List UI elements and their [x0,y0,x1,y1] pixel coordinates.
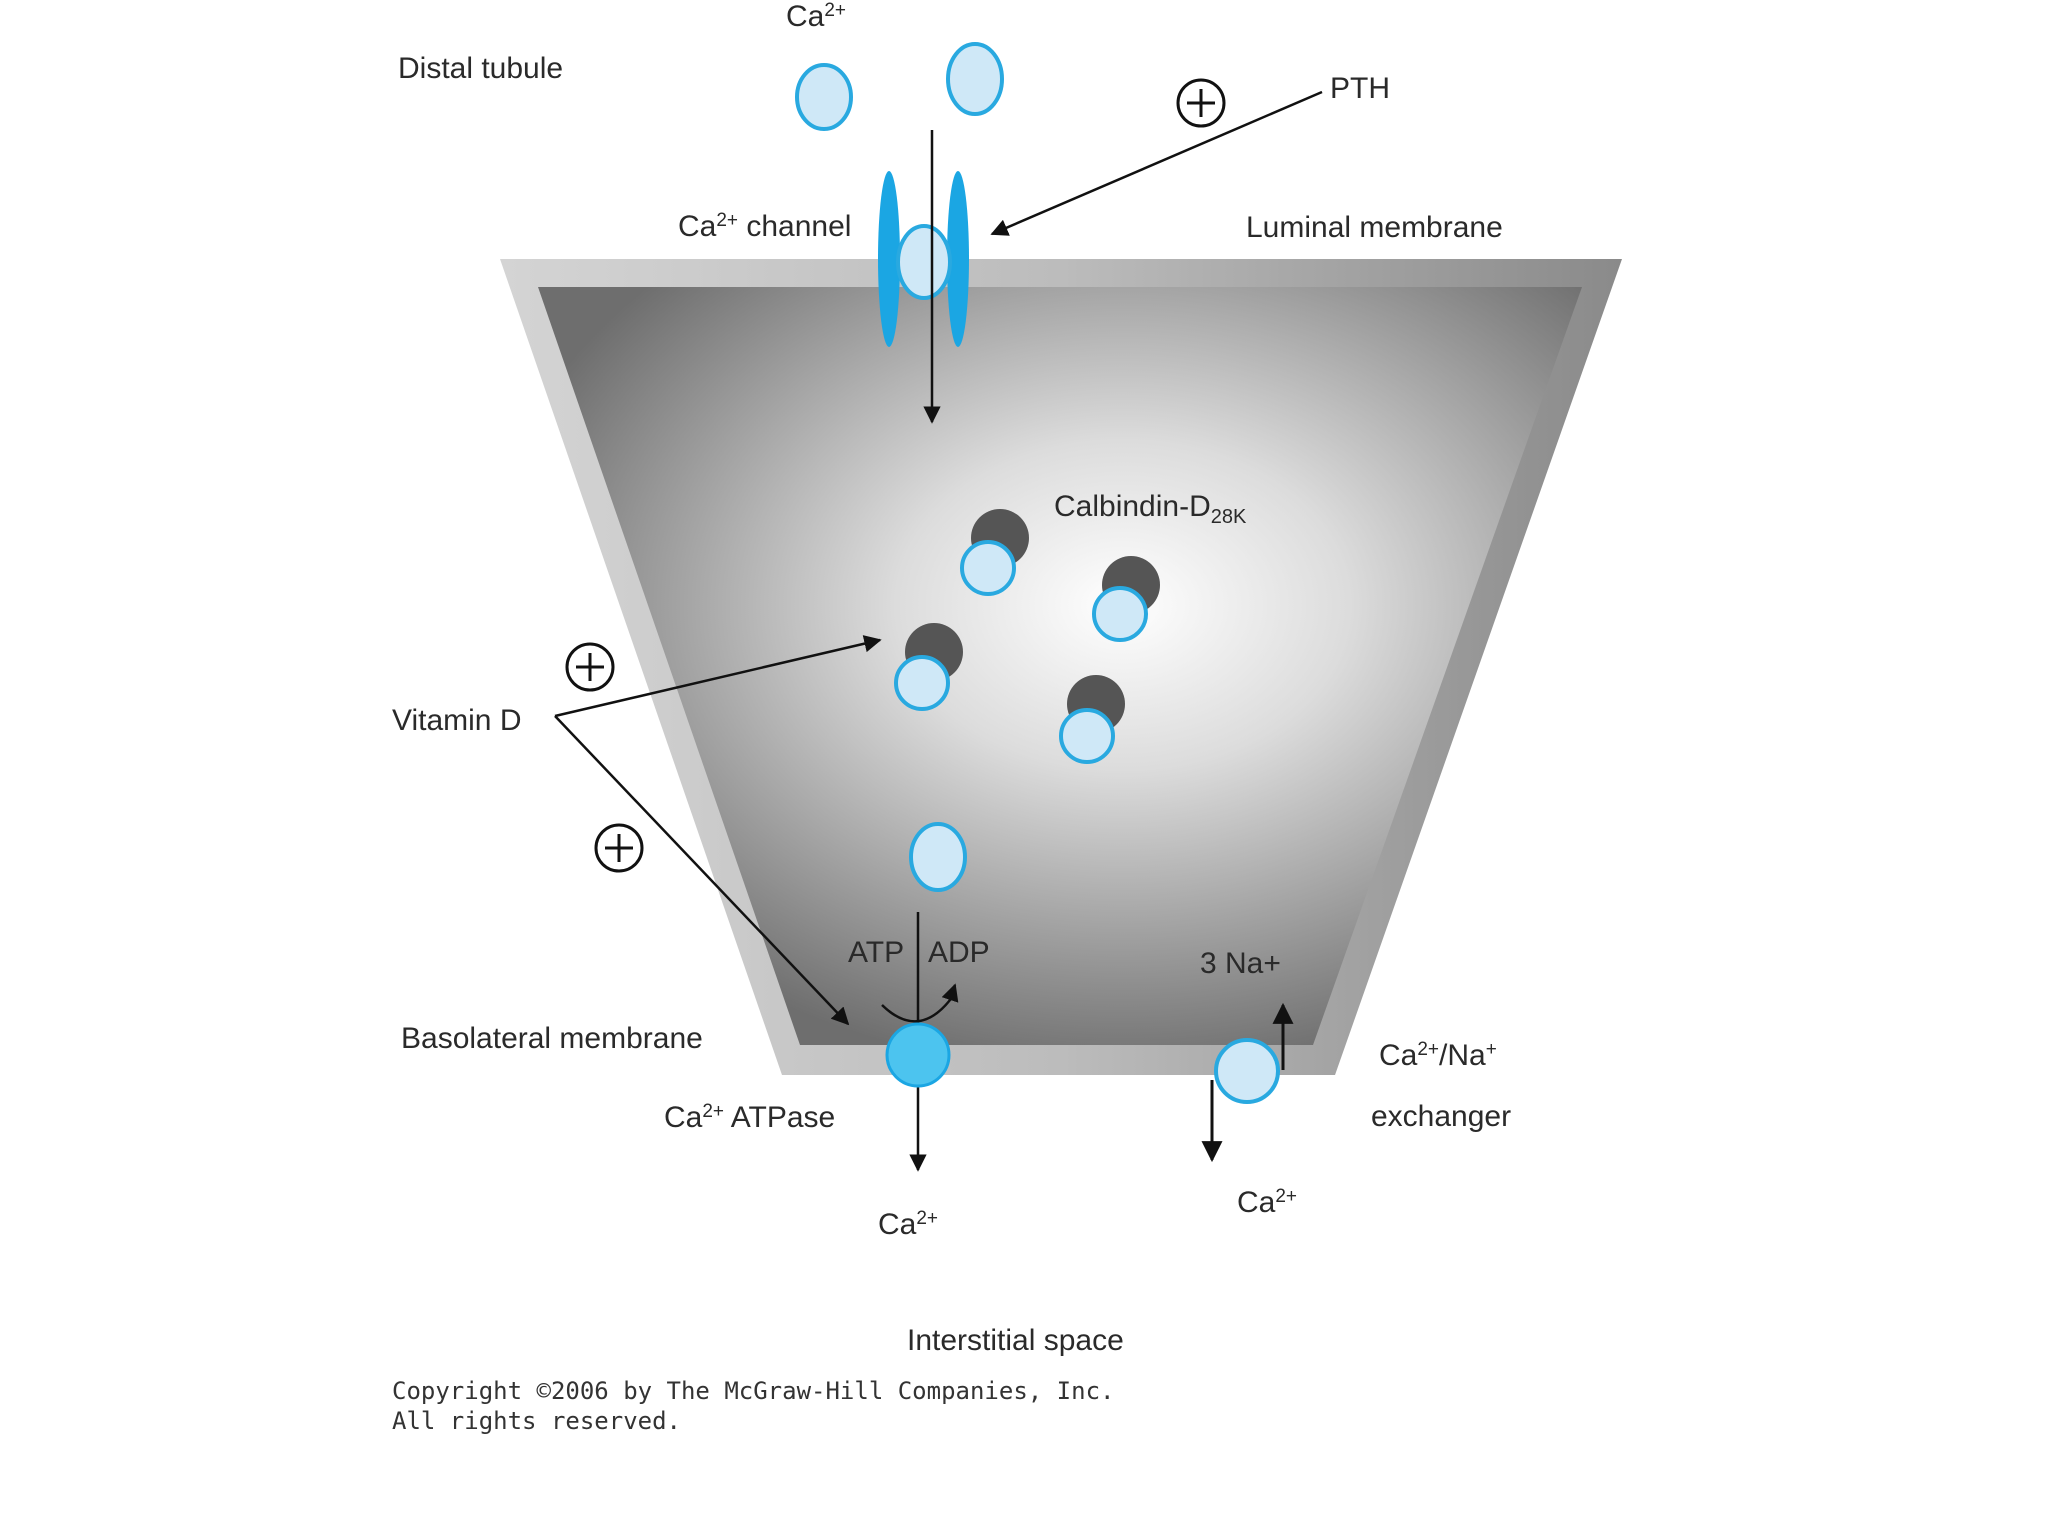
exchanger-label-line1: Ca2+/Na+ [1379,1039,1497,1072]
luminal-membrane-label: Luminal membrane [1246,211,1503,244]
copyright-line-1: Copyright ©2006 by The McGraw-Hill Compa… [392,1377,1114,1405]
calbindin-complex-4 [1059,675,1125,764]
exchanger-label-line2: exchanger [1371,1100,1511,1133]
atp-label: ATP [848,936,904,969]
luminal-ca-label: Ca2+ [786,0,846,33]
luminal-ca-ion-1 [795,63,853,131]
pth-arrow [990,90,1323,236]
basolateral-membrane-label: Basolateral membrane [401,1022,703,1055]
epithelial-cell [500,259,1622,1075]
copyright-line-2: All rights reserved. [392,1407,681,1435]
channel-ca-ion [896,224,952,300]
vitamin-d-to-atpase-arrow [554,715,850,1026]
ca-channel [878,171,969,347]
calbindin-label: Calbindin-D28K [1054,490,1247,528]
channel-wall-left [878,171,900,347]
interstitial-ca-label-left: Ca2+ [878,1208,938,1241]
distal-tubule-label: Distal tubule [398,52,563,85]
exchanger-body [1214,1038,1280,1104]
vitamin-d-label: Vitamin D [392,704,522,737]
calbindin-complex-3 [894,623,963,711]
atpase-pump-body [885,1022,951,1088]
calbindin-complex-2 [1092,556,1160,642]
channel-wall-right [947,171,969,347]
interstitial-ca-label-right: Ca2+ [1237,1186,1297,1219]
sodium-label: 3 Na+ [1200,947,1281,980]
pth-plus-icon [1176,78,1226,128]
luminal-ca-ion-2 [946,42,1004,116]
ca-na-exchanger [1201,1002,1294,1163]
ca-atpase-label: Ca2+ ATPase [664,1101,835,1134]
vitamin-d-plus-icon-upper [565,642,615,692]
interstitial-space-label: Interstitial space [907,1324,1124,1357]
atp-to-adp-curve-arrow [881,983,959,1023]
cell-cytoplasm [538,287,1582,1045]
pth-label: PTH [1330,72,1390,105]
cytoplasmic-ca-ion [909,822,967,892]
vitamin-d-to-calbindin-arrow [554,635,882,718]
adp-label: ADP [928,936,990,969]
ca-channel-label: Ca2+ channel [678,210,851,243]
ca-atpase-pump [881,912,959,1172]
vitamin-d-plus-icon-lower [594,823,644,873]
calbindin-complex-1 [960,509,1029,596]
